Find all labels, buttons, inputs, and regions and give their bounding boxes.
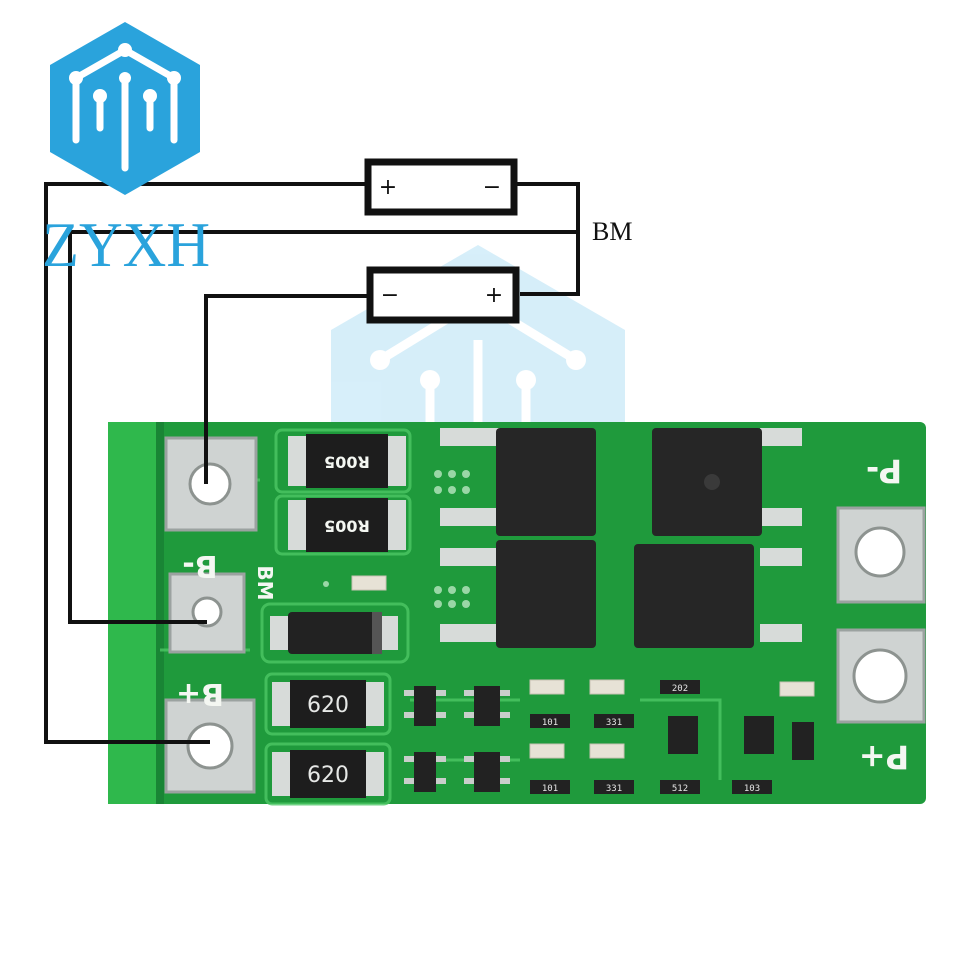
silk-p-plus: P+ [859,738,909,776]
cell-top-plus-sign: + [379,175,397,200]
wiring-diagram [44,182,580,744]
cell-bottom-minus-sign: − [381,283,399,308]
brand-logo: ZYXH [42,22,210,280]
silk-bm: BM [253,565,277,600]
cell-top-minus-sign: − [483,175,501,200]
svg-text:331: 331 [606,784,622,794]
shunt-resistor-2: R005 [288,498,406,552]
svg-text:512: 512 [672,784,688,794]
battery-cell-top: + − [364,158,518,216]
cell-bottom-plus-sign: + [485,283,503,308]
mosfet-2 [652,428,802,536]
svg-text:620: 620 [307,693,349,718]
smd-components: 202 101 331 101 331 512 103 [351,575,815,794]
brand-name: ZYXH [42,209,210,280]
svg-text:331: 331 [606,718,622,728]
svg-text:103: 103 [744,784,760,794]
svg-text:620: 620 [307,763,349,788]
mosfet-1 [440,428,596,536]
pad-b-minus [164,436,258,532]
pcb-board: B- BM B+ P- P+ R005 R005 [108,422,926,806]
bm-label: BM [592,217,632,246]
battery-cell-bottom: − + [366,266,520,324]
small-diode [270,612,398,654]
svg-text:R005: R005 [324,517,370,536]
svg-text:R005: R005 [324,453,370,472]
diode-620-2: 620 [272,750,384,798]
shunt-resistor-1: R005 [288,434,406,488]
pad-p-minus [836,506,926,604]
svg-text:101: 101 [542,784,558,794]
pad-p-plus [836,628,926,724]
mosfet-4 [634,544,802,648]
mosfet-3 [440,540,596,648]
vias [323,470,470,608]
svg-text:101: 101 [542,718,558,728]
silk-b-minus: B- [182,548,217,583]
pad-bm [168,572,246,654]
silk-p-minus: P- [866,452,902,490]
svg-text:202: 202 [672,684,688,694]
circuit-hexagon-icon [50,22,200,195]
pad-b-plus [164,698,256,794]
silk-b-plus: B+ [176,676,224,711]
diode-620-1: 620 [272,680,384,728]
small-ic-group [404,686,814,792]
